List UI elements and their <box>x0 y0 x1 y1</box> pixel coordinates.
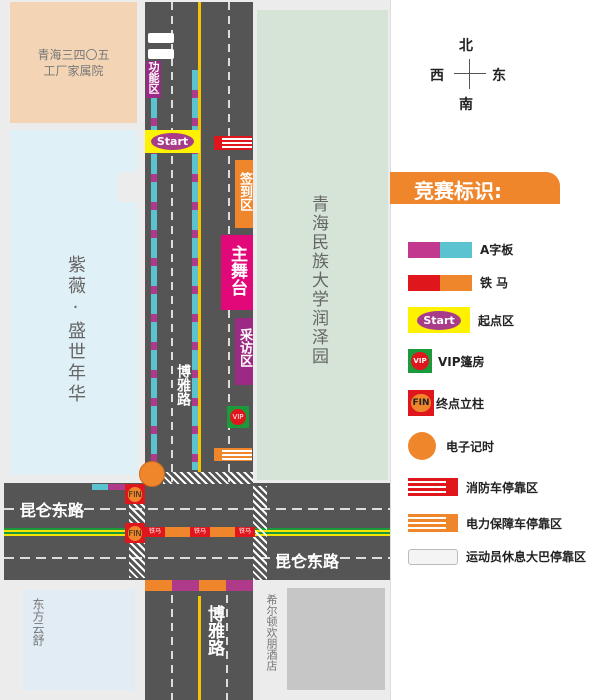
legend-label: 电力保障车停靠区 <box>466 516 563 531</box>
ziwei-block <box>10 130 137 475</box>
legend-item-clock: 电子记时 <box>408 432 494 460</box>
fin-label: FIN <box>127 486 143 502</box>
dongfang-label: 东方云舒 <box>31 598 45 646</box>
legend-label: 铁 马 <box>480 276 509 290</box>
hilton-label: 希尔顿欢朋酒店 <box>265 594 278 671</box>
legend-item-start: Start 起点区 <box>408 307 514 333</box>
factory-label: 青海三四〇五工厂家属院 <box>37 48 110 78</box>
legend-item-fire-truck: 消防车停靠区 <box>408 478 538 496</box>
a-board-icon <box>408 241 472 258</box>
legend-item-iron: 铁 马 <box>408 274 508 291</box>
kunlun-label-left: 昆仑东路 <box>20 501 85 520</box>
bus-icon <box>148 33 174 43</box>
university-block <box>257 10 388 480</box>
fin-label: FIN <box>411 394 431 412</box>
fire-truck-icon <box>214 136 252 150</box>
legend-item-a-board: A字板 <box>408 241 513 258</box>
function-zone: 功能区 <box>146 61 161 98</box>
lane-line <box>171 2 173 482</box>
ziwei-label: 紫薇·盛世年华 <box>65 255 86 405</box>
start-zone: Start <box>145 130 200 153</box>
interview-zone: 采访区 <box>235 318 253 385</box>
vip-label: VIP <box>230 409 246 425</box>
crosswalk <box>253 486 267 580</box>
start-icon: Start <box>408 307 470 333</box>
iron-barrier-row: 铁马 铁马 铁马 <box>145 527 255 537</box>
clock-icon <box>408 432 436 460</box>
fin-icon: FIN <box>408 390 434 416</box>
bus-icon <box>148 49 174 59</box>
clock-icon <box>139 461 165 487</box>
notch <box>118 172 138 202</box>
legend-label: 电子记时 <box>446 439 495 454</box>
checkin-zone: 签到区 <box>235 160 253 228</box>
iron-barrier-icon <box>408 274 472 291</box>
legend-item-vip: VIP VIP篷房 <box>408 349 485 373</box>
iron-barrier: 铁马 <box>234 527 255 537</box>
legend-item-fin: FIN 终点立柱 <box>408 390 484 416</box>
start-label: Start <box>150 133 195 150</box>
legend-label: 消防车停靠区 <box>466 480 539 495</box>
vip-icon: VIP <box>408 349 432 373</box>
legend-item-bus: 运动员休息大巴停靠区 <box>408 548 586 565</box>
center-line <box>198 2 201 472</box>
compass-east: 东 <box>492 68 506 84</box>
compass-south: 南 <box>459 97 473 113</box>
a-board-row-left <box>151 98 157 470</box>
crosswalk <box>163 472 253 484</box>
iron-barrier: 铁马 <box>189 527 210 537</box>
lane-line <box>226 595 228 700</box>
center-line <box>198 596 201 700</box>
lane-line <box>171 595 173 700</box>
fin-pillar-top: FIN <box>125 484 145 504</box>
lane-line <box>4 508 390 510</box>
boya-label-top: 博雅路 <box>175 364 191 406</box>
lane-line <box>4 557 390 559</box>
legend-label: 终点立柱 <box>436 396 485 411</box>
fire-truck-icon <box>408 478 458 496</box>
finish-strip <box>145 580 253 591</box>
compass-north: 北 <box>459 38 473 54</box>
a-board-kunlun <box>92 484 128 490</box>
fin-pillar-bottom: FIN <box>125 523 145 543</box>
compass: 北 西 东 南 <box>425 35 515 113</box>
legend-label: VIP篷房 <box>438 354 485 369</box>
factory-block: 青海三四〇五工厂家属院 <box>10 2 137 123</box>
legend-label: 起点区 <box>478 313 515 328</box>
bus-icon <box>408 548 458 565</box>
vip-label: VIP <box>411 352 429 370</box>
legend-title: 竞赛标识: <box>390 172 560 204</box>
power-truck-icon <box>214 448 252 461</box>
iron-barrier: 铁马 <box>145 527 166 537</box>
start-label: Start <box>417 310 461 330</box>
hilton-building <box>287 588 385 690</box>
fin-label: FIN <box>127 525 143 541</box>
a-board-row-right <box>192 70 198 470</box>
dongfang-block <box>23 590 135 690</box>
university-label: 青海民族大学润泽园 <box>308 195 328 366</box>
legend-label: A字板 <box>480 243 514 257</box>
compass-west: 西 <box>430 68 444 84</box>
kunlun-label-right: 昆仑东路 <box>275 552 340 571</box>
power-truck-icon <box>408 514 458 532</box>
boya-label-bottom: 博雅路 <box>204 605 224 656</box>
legend-label: 运动员休息大巴停靠区 <box>466 550 587 564</box>
main-stage: 主舞台 <box>221 235 253 310</box>
vip-tent: VIP <box>227 406 249 428</box>
legend-item-power-truck: 电力保障车停靠区 <box>408 514 562 532</box>
